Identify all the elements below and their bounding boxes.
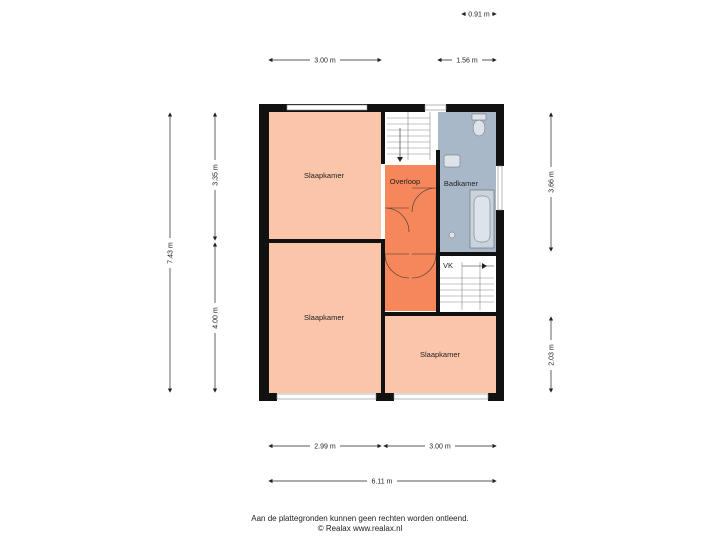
door-swings [384, 187, 437, 279]
dim-bottom-right: 3.00 m [429, 444, 451, 451]
dim-right-lower: 2.03 m [549, 344, 556, 366]
bedroom-bottom-right-fill [385, 316, 496, 393]
room-label-closet: VK [443, 261, 453, 270]
dim-bottom-total: 6.11 m [372, 479, 393, 486]
dim-left-lower: 4.00 m [213, 307, 220, 329]
stair-area-fill [385, 112, 436, 165]
room-label-bathroom: Badkamer [444, 179, 479, 188]
bedroom-top-left-fill [267, 112, 381, 239]
dim-top-small: 0.91 m [468, 12, 490, 19]
room-label-bedroom-top-left: Slaapkamer [304, 171, 345, 180]
bathtub-icon [469, 189, 495, 249]
room-label-landing: Overloop [390, 177, 420, 186]
drain-icon [448, 231, 456, 239]
stair-arrow-bottom-icon [482, 263, 487, 269]
footer-copyright: © Realax www.realax.nl [317, 524, 403, 533]
bedroom-bottom-left-fill [267, 243, 381, 393]
dim-bottom-left: 2.99 m [314, 444, 336, 451]
dim-left-upper: 3.35 m [213, 164, 220, 186]
stair-arrow-icon [397, 157, 403, 162]
windows [276, 104, 503, 400]
dim-top-right: 1.56 m [456, 58, 478, 65]
footer-disclaimer: Aan de plattegronden kunnen geen rechten… [251, 514, 469, 523]
dim-top-left: 3.00 m [314, 58, 336, 65]
dimension-label-bgs [165, 9, 556, 486]
dim-right-upper: 3.66 m [549, 171, 556, 193]
room-label-bedroom-bottom-right: Slaapkamer [420, 350, 461, 359]
dim-left-total: 7.43 m [168, 242, 175, 264]
staircase-top [387, 112, 431, 160]
toilet-icon [471, 113, 487, 137]
sink-icon [443, 154, 461, 168]
room-label-bedroom-bottom-left: Slaapkamer [304, 313, 345, 322]
staircase-bottom [440, 262, 494, 310]
landing-fill [385, 165, 436, 311]
